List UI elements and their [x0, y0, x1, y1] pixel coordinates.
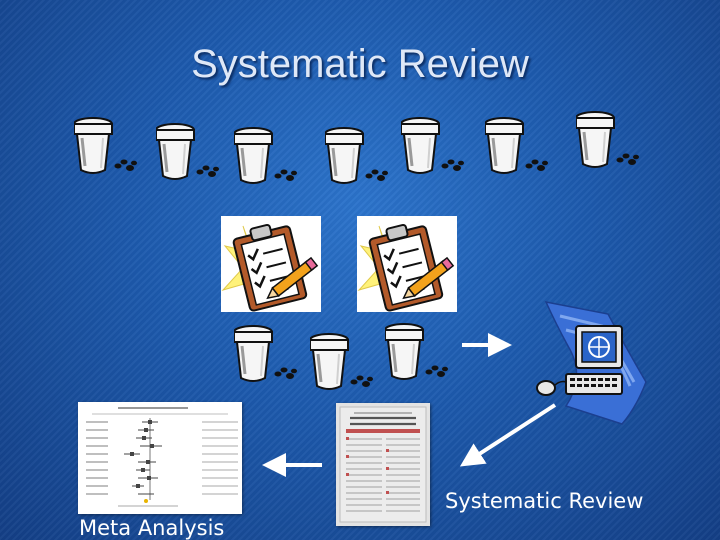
meta-analysis-chart-thumbnail [78, 402, 242, 514]
arrow-to-journal [459, 403, 557, 467]
slide-title: Systematic Review [191, 42, 529, 86]
meta-analysis-label: Meta Analysis [79, 516, 225, 540]
clipboard-checklist-icon [357, 216, 457, 312]
clipboard-checklist-icon [221, 216, 321, 312]
systematic-review-label: Systematic Review [445, 489, 644, 513]
computer-icon [536, 300, 647, 425]
journal-page-thumbnail [336, 403, 430, 526]
